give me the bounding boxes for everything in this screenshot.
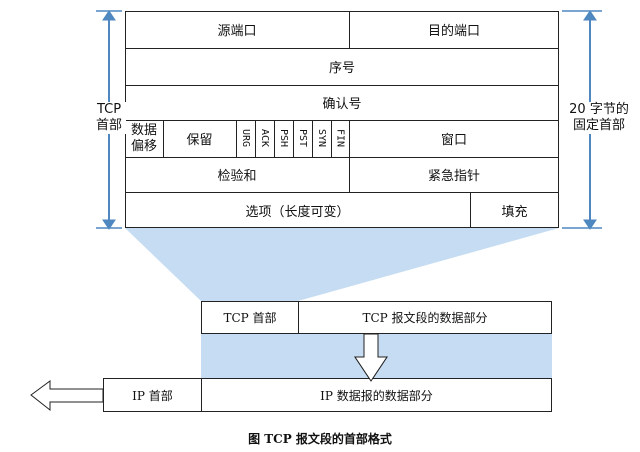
datagram-data-box: IP 数据报的数据部分 bbox=[201, 378, 552, 412]
figure-caption: 图 TCP 报文段的首部格式 bbox=[248, 432, 392, 446]
dest-port-field: 目的端口 bbox=[427, 24, 480, 39]
data-offset-line2: 偏移 bbox=[130, 138, 157, 154]
flag-ack: ACK bbox=[259, 129, 270, 148]
datagram-header-box: IP 首部 bbox=[103, 378, 202, 412]
flag-syn: SYN bbox=[316, 129, 327, 148]
padding-field: 填充 bbox=[501, 204, 528, 220]
fixed-header-label-line1: 20 字节的 bbox=[569, 102, 629, 117]
sequence-number-field: 序号 bbox=[328, 61, 355, 76]
tcp-header-label-line1: TCP bbox=[96, 102, 122, 117]
flag-pst: PST bbox=[297, 129, 308, 148]
source-port-field: 源端口 bbox=[217, 24, 257, 39]
left-hollow-arrow bbox=[30, 380, 104, 412]
options-field: 选项（长度可变） bbox=[245, 204, 350, 220]
data-offset-field: 数据 偏移 bbox=[125, 120, 163, 157]
tcp-header-label-line2: 首部 bbox=[95, 118, 122, 133]
segment-header-box: TCP 首部 bbox=[201, 301, 299, 334]
flag-urg: URG bbox=[240, 129, 251, 148]
reserved-field: 保留 bbox=[186, 133, 213, 148]
expansion-shade bbox=[125, 228, 559, 301]
ack-number-field: 确认号 bbox=[322, 97, 362, 112]
checksum-field: 检验和 bbox=[217, 169, 257, 184]
fixed-header-label: 20 字节的 固定首部 bbox=[563, 102, 635, 134]
urgent-pointer-field: 紧急指针 bbox=[427, 169, 480, 184]
segment-data-box: TCP 报文段的数据部分 bbox=[298, 301, 552, 334]
fixed-header-label-line2: 固定首部 bbox=[572, 118, 625, 133]
flag-psh: PSH bbox=[278, 129, 289, 148]
tcp-header-label: TCP 首部 bbox=[92, 102, 126, 134]
data-offset-line1: 数据 bbox=[130, 122, 157, 138]
flag-fin: FIN bbox=[334, 129, 346, 148]
window-field: 窗口 bbox=[440, 133, 467, 148]
